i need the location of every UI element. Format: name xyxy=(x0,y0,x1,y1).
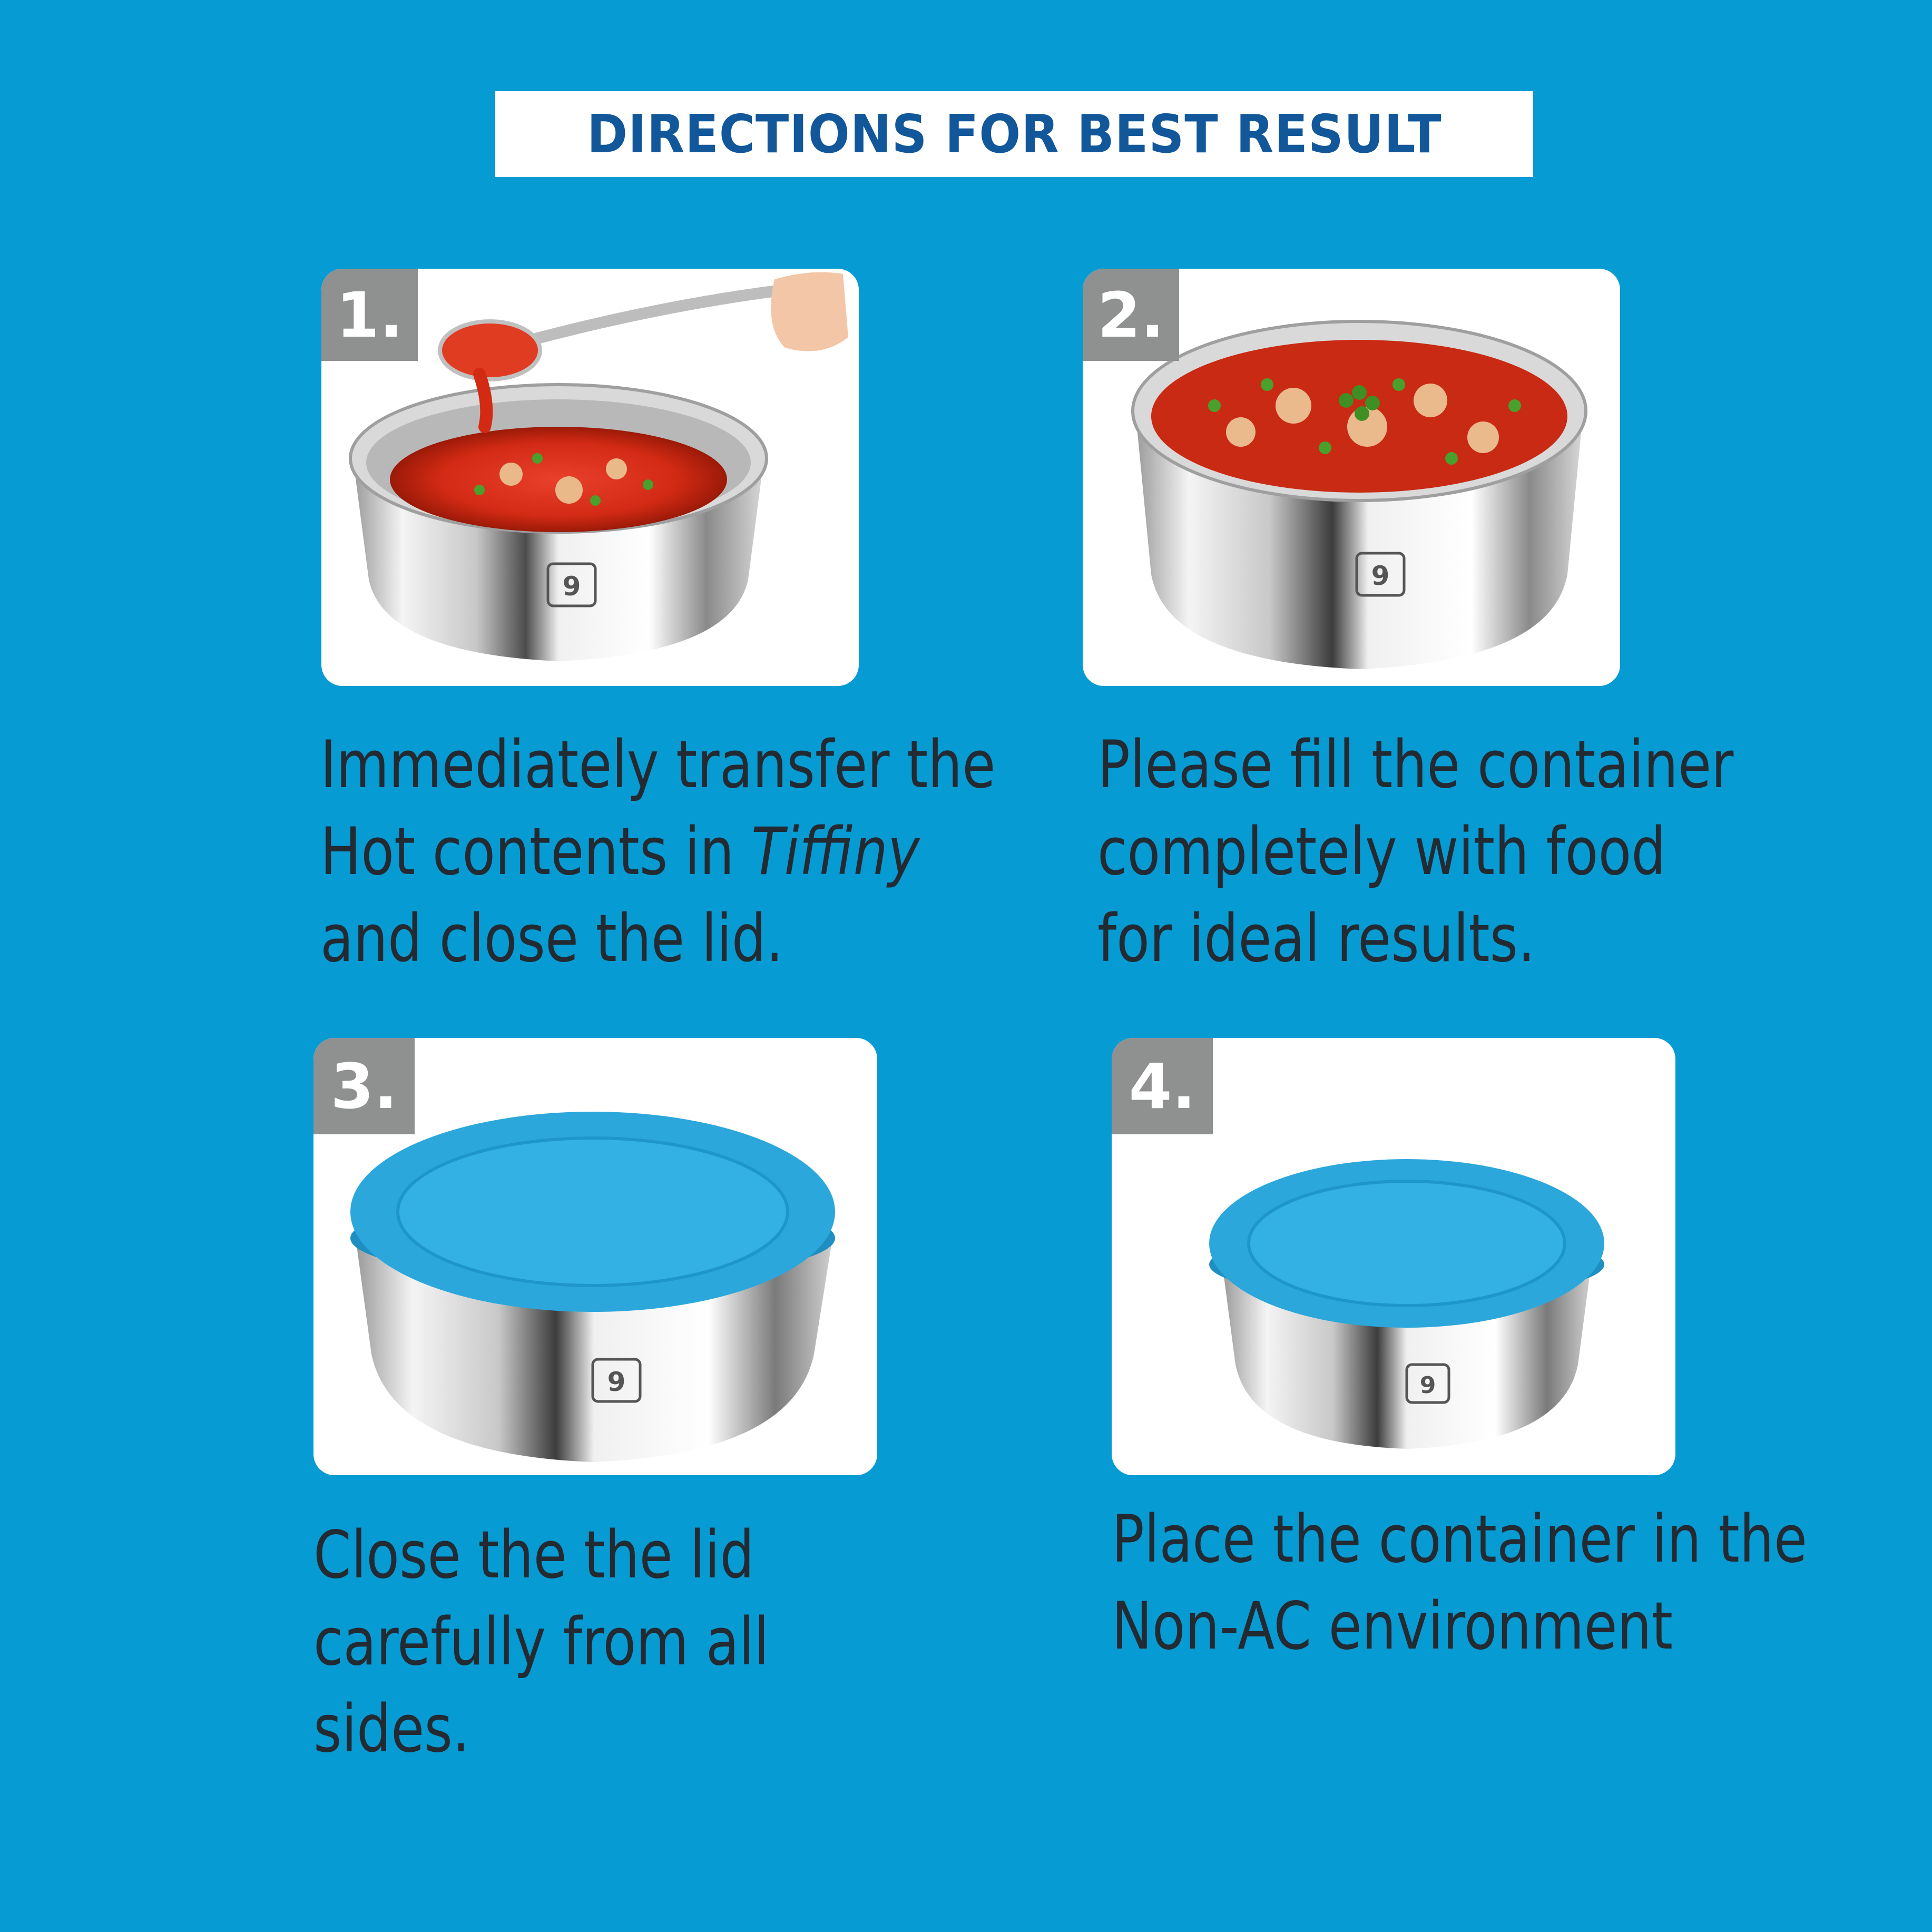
curry xyxy=(390,427,727,532)
svg-text:9: 9 xyxy=(1420,1372,1436,1399)
step-3-illustration: 9 xyxy=(350,1112,835,1462)
brand-name: Tiffiny xyxy=(751,814,920,890)
step-4-caption: Place the container in the Non-AC enviro… xyxy=(1112,1496,1807,1670)
step-1-caption: Immediately transfer the Hot contents in… xyxy=(320,722,995,983)
ladle-handle xyxy=(516,284,791,348)
step-1-caption-line-2: Hot contents in Tiffiny xyxy=(320,809,995,896)
svg-text:9: 9 xyxy=(607,1367,626,1397)
step-2-number: 2. xyxy=(1083,269,1179,361)
nanonine-logo: 9 xyxy=(1405,1363,1450,1404)
step-1-number: 1. xyxy=(321,269,418,361)
step-3-card: 9 3. xyxy=(313,1038,877,1475)
step-2-card: 9 2. xyxy=(1083,269,1620,686)
step-4-number: 4. xyxy=(1112,1038,1213,1134)
step-1-illustration: 9 xyxy=(349,272,848,661)
step-3-caption-line-3: sides. xyxy=(313,1691,470,1767)
step-4-illustration: 9 xyxy=(1209,1159,1604,1449)
step-3-caption-line-1: Close the the lid xyxy=(313,1517,754,1593)
svg-text:9: 9 xyxy=(1371,561,1390,591)
nanonine-logo: 9 xyxy=(546,562,597,607)
hand xyxy=(771,272,848,351)
step-2-illustration: 9 xyxy=(1131,320,1587,669)
page-title: DIRECTIONS FOR BEST RESULT xyxy=(586,103,1442,165)
step-2-caption: Please fill the container completely wit… xyxy=(1097,722,1733,983)
step-1-caption-line-2-text: Hot contents in xyxy=(320,814,734,890)
step-3-number: 3. xyxy=(313,1038,415,1134)
nanonine-logo: 9 xyxy=(1355,552,1406,597)
ladle-scoop xyxy=(438,319,542,381)
step-4-caption-line-2: Non-AC environment xyxy=(1112,1588,1673,1664)
step-1-caption-line-1: Immediately transfer the xyxy=(320,727,996,803)
svg-text:9: 9 xyxy=(563,571,581,602)
step-3-caption: Close the the lid carefully from all sid… xyxy=(313,1512,769,1773)
title-banner: DIRECTIONS FOR BEST RESULT xyxy=(495,91,1533,177)
step-4-caption-line-1: Place the container in the xyxy=(1112,1502,1807,1577)
step-1-caption-line-3: and close the lid. xyxy=(320,901,783,977)
step-2-caption-line-1: Please fill the container xyxy=(1097,727,1734,803)
garnish xyxy=(1339,385,1380,421)
nanonine-logo: 9 xyxy=(591,1358,642,1403)
step-4-card: 9 4. xyxy=(1112,1038,1675,1475)
step-3-caption-line-2: carefully from all xyxy=(313,1604,769,1680)
step-1-card: 9 1. xyxy=(321,269,859,686)
step-2-caption-line-2: completely with food xyxy=(1097,814,1666,890)
step-2-caption-line-3: for ideal results. xyxy=(1097,901,1535,977)
